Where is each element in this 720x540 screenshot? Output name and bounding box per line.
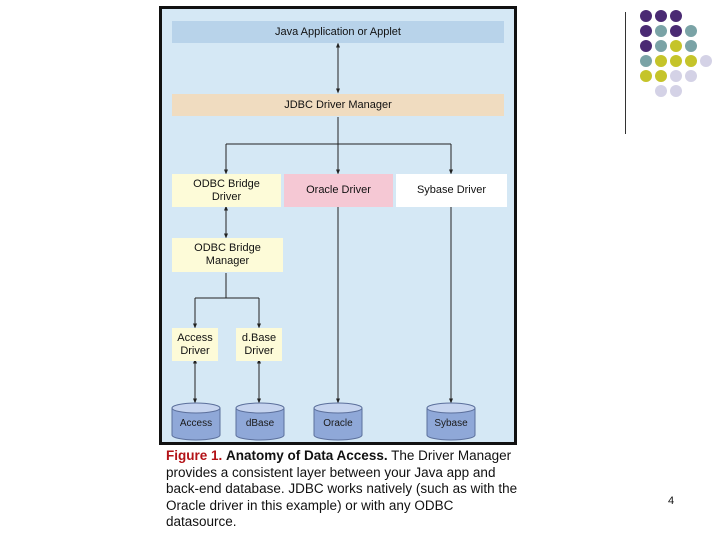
- dot: [670, 70, 682, 82]
- oracle-driver-box: Oracle Driver: [284, 174, 393, 207]
- dot: [670, 85, 682, 97]
- caption-figure-label: Figure 1.: [166, 448, 223, 463]
- dbase-driver-box: d.Base Driver: [236, 328, 282, 361]
- odbc-bridge-manager-box: ODBC Bridge Manager: [172, 238, 283, 272]
- db-label-access: Access: [179, 418, 213, 429]
- dot: [640, 70, 652, 82]
- dot: [700, 55, 712, 67]
- dot: [685, 25, 697, 37]
- dot: [655, 70, 667, 82]
- dot: [640, 40, 652, 52]
- dot: [670, 25, 682, 37]
- decorative-vertical-line: [625, 12, 626, 134]
- db-label-oracle: Oracle: [323, 418, 353, 429]
- db-cylinder-dbase: [235, 402, 285, 441]
- dot: [640, 25, 652, 37]
- caption-text: The Driver Manager provides a consistent…: [166, 448, 518, 529]
- dot: [685, 55, 697, 67]
- dot: [655, 40, 667, 52]
- decorative-dot-grid: [640, 10, 720, 120]
- dot: [640, 55, 652, 67]
- page-number: 4: [668, 495, 675, 507]
- db-label-dbase: dBase: [245, 418, 275, 429]
- dot: [670, 40, 682, 52]
- odbc-bridge-driver-box: ODBC Bridge Driver: [172, 174, 281, 207]
- figure-caption: Figure 1. Anatomy of Data Access. The Dr…: [166, 448, 526, 531]
- dot: [655, 10, 667, 22]
- dot: [655, 85, 667, 97]
- dot: [685, 70, 697, 82]
- dot: [655, 55, 667, 67]
- jdbc-driver-manager-box: JDBC Driver Manager: [172, 94, 504, 116]
- database-cylinders: [171, 402, 476, 441]
- caption-title: Anatomy of Data Access.: [226, 448, 388, 463]
- db-cylinder-oracle: [313, 402, 363, 441]
- figure-frame: Java Application or Applet JDBC Driver M…: [159, 6, 517, 445]
- java-application-box: Java Application or Applet: [172, 21, 504, 43]
- db-cylinder-sybase: [426, 402, 476, 441]
- sybase-driver-box: Sybase Driver: [396, 174, 507, 207]
- connector-lines: [171, 42, 476, 441]
- dot: [655, 25, 667, 37]
- dot: [685, 40, 697, 52]
- dot: [640, 10, 652, 22]
- dot: [670, 10, 682, 22]
- db-cylinder-access: [171, 402, 221, 441]
- db-label-sybase: Sybase: [434, 418, 468, 429]
- access-driver-box: Access Driver: [172, 328, 218, 361]
- dot: [670, 55, 682, 67]
